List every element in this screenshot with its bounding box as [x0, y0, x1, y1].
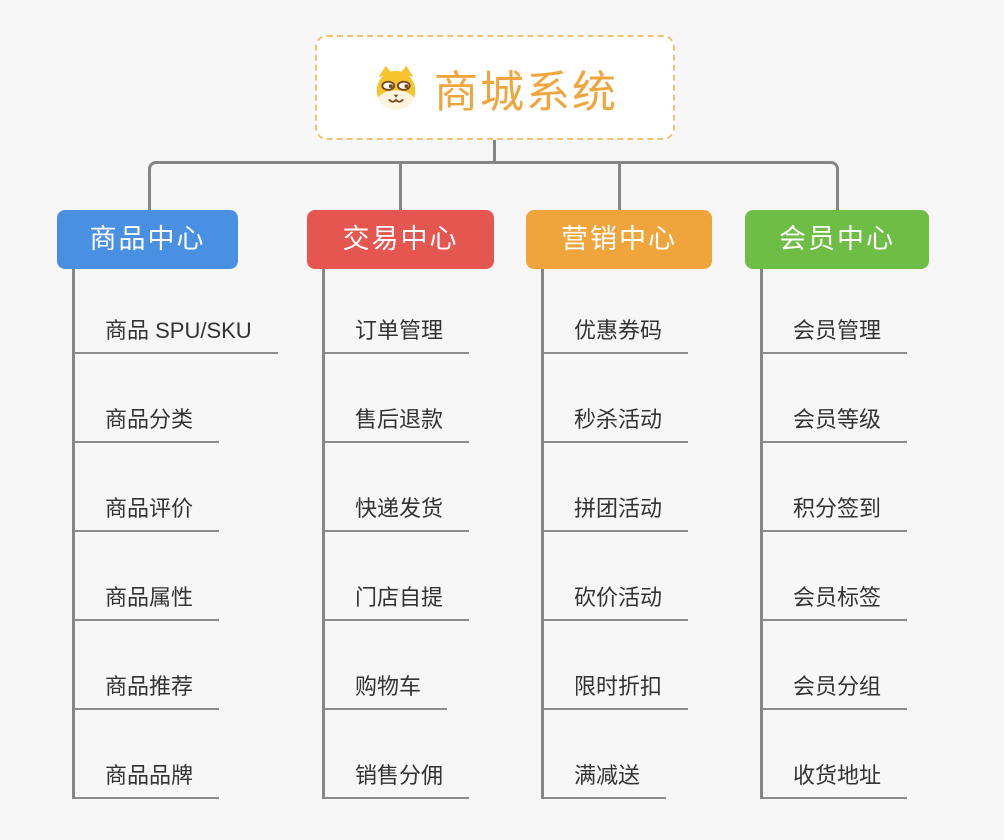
leaf-node[interactable]: 商品品牌 — [72, 761, 220, 799]
leaf-node[interactable]: 商品 SPU/SKU — [72, 316, 278, 354]
leaf-node[interactable]: 订单管理 — [322, 316, 470, 354]
root-stem-connector — [493, 140, 496, 164]
branch-drop-connector — [399, 164, 402, 210]
branch-node-marketing-center[interactable]: 营销中心 — [526, 210, 712, 269]
leaf-node[interactable]: 会员管理 — [760, 316, 908, 354]
root-title: 商城系统 — [434, 67, 618, 117]
leaf-node[interactable]: 商品分类 — [72, 405, 220, 443]
leaf-node[interactable]: 会员标签 — [760, 583, 908, 621]
leaf-node[interactable]: 销售分佣 — [322, 761, 470, 799]
branch-node-product-center[interactable]: 商品中心 — [57, 210, 238, 269]
leaf-node[interactable]: 售后退款 — [322, 405, 470, 443]
branch-node-member-center[interactable]: 会员中心 — [745, 210, 929, 269]
branch-children-member-center: 会员管理 会员等级 积分签到 会员标签 会员分组 收货地址 — [760, 269, 908, 799]
branch-node-trade-center[interactable]: 交易中心 — [307, 210, 494, 269]
branch-children-marketing-center: 优惠券码 秒杀活动 拼团活动 砍价活动 限时折扣 满减送 — [541, 269, 689, 799]
leaf-node[interactable]: 收货地址 — [760, 761, 908, 799]
leaf-node[interactable]: 限时折扣 — [541, 672, 689, 710]
leaf-node[interactable]: 积分签到 — [760, 494, 908, 532]
leaf-node[interactable]: 优惠券码 — [541, 316, 689, 354]
leaf-node[interactable]: 秒杀活动 — [541, 405, 689, 443]
leaf-node[interactable]: 快递发货 — [322, 494, 470, 532]
leaf-node[interactable]: 门店自提 — [322, 583, 470, 621]
leaf-node[interactable]: 会员等级 — [760, 405, 908, 443]
leaf-node[interactable]: 会员分组 — [760, 672, 908, 710]
leaf-node[interactable]: 拼团活动 — [541, 494, 689, 532]
leaf-node[interactable]: 满减送 — [541, 761, 667, 799]
leaf-node[interactable]: 砍价活动 — [541, 583, 689, 621]
branch-drop-connector — [618, 164, 621, 210]
branch-bracket-connector — [148, 161, 839, 210]
leaf-node[interactable]: 商品属性 — [72, 583, 220, 621]
leaf-node[interactable]: 购物车 — [322, 672, 448, 710]
branch-children-trade-center: 订单管理 售后退款 快递发货 门店自提 购物车 销售分佣 — [322, 269, 470, 799]
root-node[interactable]: 商城系统 — [315, 35, 675, 140]
leaf-node[interactable]: 商品评价 — [72, 494, 220, 532]
leaf-node[interactable]: 商品推荐 — [72, 672, 220, 710]
branch-children-product-center: 商品 SPU/SKU 商品分类 商品评价 商品属性 商品推荐 商品品牌 — [72, 269, 278, 799]
dog-face-icon — [372, 65, 420, 111]
